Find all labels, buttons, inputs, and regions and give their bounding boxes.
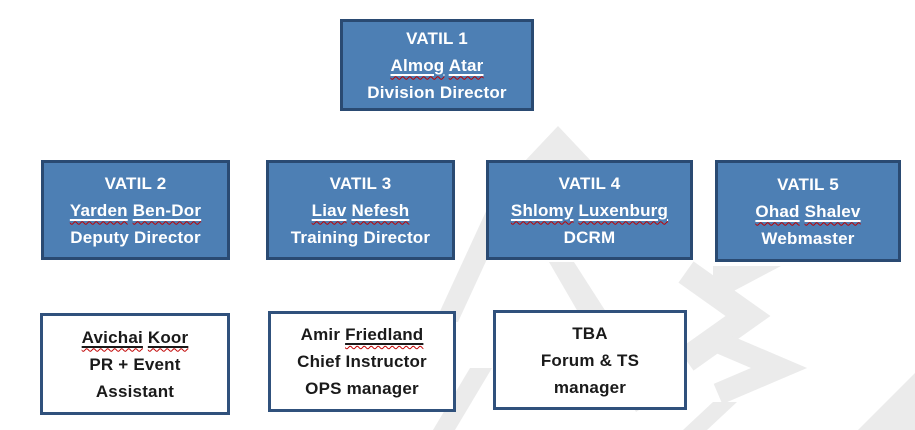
box-line: Yarden Ben-Dor bbox=[70, 197, 201, 224]
box-line: Training Director bbox=[291, 224, 430, 251]
box-text: Training Director bbox=[290, 227, 431, 247]
box-line: OPS manager bbox=[305, 375, 419, 402]
box-line: PR + Event bbox=[89, 351, 180, 378]
box-line: DCRM bbox=[564, 224, 616, 251]
misspelled-word: Shalev bbox=[804, 201, 861, 221]
box-line: TBA bbox=[572, 320, 608, 347]
misspelled-word: Ben-Dor bbox=[132, 200, 202, 220]
misspelled-word: Koor bbox=[147, 327, 189, 347]
underlined-name-word: Yarden bbox=[70, 201, 128, 220]
watermark-fragment bbox=[713, 331, 808, 405]
misspelled-word: Shlomy bbox=[510, 200, 574, 220]
box-line: Liav Nefesh bbox=[312, 197, 410, 224]
underlined-name-word: Ohad bbox=[755, 202, 799, 221]
box-line: Forum & TS bbox=[541, 347, 639, 374]
org-box-tba-forum-ts[interactable]: TBA Forum & TS manager bbox=[493, 310, 687, 410]
watermark-fragment bbox=[713, 266, 781, 302]
box-text: manager bbox=[553, 377, 627, 397]
misspelled-word: Avichai bbox=[81, 327, 143, 347]
box-line: VATIL 5 bbox=[777, 171, 839, 198]
box-line: Webmaster bbox=[761, 225, 854, 252]
underlined-name-word: Avichai bbox=[82, 328, 143, 347]
box-text: VATIL 5 bbox=[777, 174, 839, 194]
watermark-fragment bbox=[433, 368, 492, 430]
box-text: Assistant bbox=[95, 381, 175, 401]
misspelled-word: Friedland bbox=[345, 325, 424, 344]
box-line: Assistant bbox=[96, 378, 174, 405]
box-text: Chief Instructor bbox=[297, 352, 427, 371]
box-line: Ohad Shalev bbox=[755, 198, 860, 225]
misspelled-word: Almog bbox=[390, 55, 445, 75]
box-text: VATIL 2 bbox=[104, 173, 167, 193]
underlined-name-word: Almog bbox=[391, 56, 445, 75]
box-text: Webmaster bbox=[761, 228, 855, 248]
box-text: TBA bbox=[572, 323, 608, 343]
box-text: VATIL 4 bbox=[558, 173, 621, 193]
box-text: VATIL 1 bbox=[406, 28, 468, 48]
box-line: Division Director bbox=[367, 79, 506, 106]
underlined-name-word: Luxenburg bbox=[578, 201, 668, 220]
box-text: VATIL 3 bbox=[329, 173, 392, 193]
underlined-name-word: Liav bbox=[312, 201, 347, 220]
underlined-name-word: Koor bbox=[148, 328, 188, 347]
box-line: Amir Friedland bbox=[301, 321, 424, 348]
misspelled-word: Ohad bbox=[755, 201, 800, 221]
underlined-name-word: Shalev bbox=[805, 202, 861, 221]
box-line: Chief Instructor bbox=[297, 348, 427, 375]
underlined-name-word: Ben-Dor bbox=[133, 201, 201, 220]
misspelled-word: Liav bbox=[311, 200, 347, 220]
box-text: Forum & TS bbox=[540, 350, 640, 370]
underlined-name-word: Atar bbox=[449, 56, 484, 75]
box-text: Amir bbox=[300, 325, 346, 344]
box-line: Almog Atar bbox=[391, 52, 484, 79]
box-text: Deputy Director bbox=[70, 227, 201, 247]
box-line: VATIL 1 bbox=[406, 25, 468, 52]
watermark-fragment bbox=[858, 373, 915, 430]
box-text: DCRM bbox=[563, 227, 616, 247]
watermark-fragment bbox=[683, 402, 737, 430]
misspelled-word: Yarden bbox=[69, 200, 128, 220]
box-text: PR + Event bbox=[89, 354, 181, 374]
watermark-fragment bbox=[678, 261, 771, 371]
box-line: Avichai Koor bbox=[82, 324, 189, 351]
box-line: Deputy Director bbox=[70, 224, 201, 251]
box-line: VATIL 2 bbox=[105, 170, 167, 197]
box-line: manager bbox=[554, 374, 626, 401]
box-line: Shlomy Luxenburg bbox=[511, 197, 668, 224]
box-text: Division Director bbox=[367, 82, 507, 102]
underlined-name-word: Shlomy bbox=[511, 201, 574, 220]
underlined-name-word: Nefesh bbox=[351, 201, 409, 220]
box-line: VATIL 3 bbox=[330, 170, 392, 197]
underlined-name-word: Friedland bbox=[345, 325, 423, 344]
box-text: OPS manager bbox=[305, 379, 419, 398]
watermark-fragment bbox=[524, 126, 592, 162]
misspelled-word: Luxenburg bbox=[578, 200, 669, 220]
box-line: VATIL 4 bbox=[559, 170, 621, 197]
misspelled-word: Atar bbox=[448, 55, 484, 75]
misspelled-word: Nefesh bbox=[351, 200, 410, 220]
